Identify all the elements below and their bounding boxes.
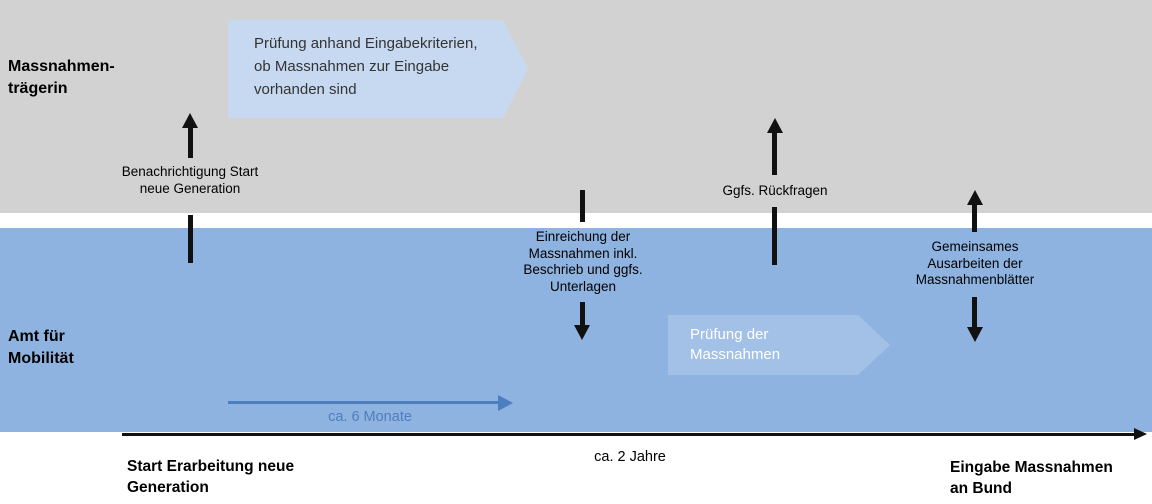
ausarbeiten-arrowhead-down-icon [967,327,983,342]
einreichung-arrow-shaft-upper [580,190,585,222]
axis-label-line: an Bund [950,480,1012,497]
ausarbeiten-label: Gemeinsames Ausarbeiten der Massnahmenbl… [880,239,1070,289]
duration-6monate-arrow-line [228,401,500,404]
axis-label-line: Eingabe Massnahmen [950,459,1113,476]
benachrichtigung-label: Benachrichtigung Start neue Generation [95,164,285,197]
flow-label-line: Einreichung der [535,229,631,244]
benachrichtigung-arrowhead-up-icon [182,113,198,128]
flow-label-line: Massnahmenblätter [915,272,1035,287]
rueckfragen-arrow-shaft-lower [772,207,777,265]
rueckfragen-label: Ggfs. Rückfragen [685,183,865,200]
lane-label-line: trägerin [8,80,68,97]
einreichung-label: Einreichung der Massnahmen inkl. Beschri… [493,229,673,295]
chevron-text-line: Massnahmen [690,346,781,363]
chevron-text-line: Prüfung der [690,326,769,343]
duration-6monate-arrowhead-icon [498,395,513,411]
ausarbeiten-arrow-shaft-upper [972,204,977,232]
lane-label-line: Mobilität [8,350,74,367]
rueckfragen-arrowhead-up-icon [767,118,783,133]
flow-label-line: Ggfs. Rückfragen [722,183,828,198]
lane-label-line: Massnahmen- [8,58,115,75]
duration-6monate-label: ca. 6 Monate [328,409,412,425]
ausarbeiten-arrowhead-up-icon [967,190,983,205]
chevron-text-line: vorhanden sind [254,81,357,98]
flow-label-line: neue Generation [139,180,241,196]
rueckfragen-arrow-shaft-upper [772,132,777,175]
flow-label-line: Ausarbeiten der [927,255,1023,271]
flow-label-line: Gemeinsames [931,239,1019,254]
pruefung-massnahmen-chevron: Prüfung der Massnahmen [668,315,890,375]
flow-label-line: Beschrieb und ggfs. [523,262,643,277]
timeline-start-label: Start Erarbeitung neue Generation [127,456,294,498]
einreichung-arrowhead-down-icon [574,325,590,340]
lane-massnahmentraegerin [0,0,1152,213]
flow-label-line: Massnahmen inkl. [528,245,638,261]
axis-label-line: Start Erarbeitung neue [127,458,295,475]
benachrichtigung-arrow-shaft-lower [188,215,193,263]
flow-label-line: Benachrichtigung Start [121,164,259,179]
benachrichtigung-arrow-shaft-upper [188,127,193,158]
lane-label-line: Amt für [8,328,65,345]
einreichung-arrow-shaft-lower [580,302,585,325]
chevron-text-line: Prüfung anhand Eingabekriterien, [254,35,478,52]
ausarbeiten-arrow-shaft-lower [972,297,977,327]
timeline-end-label: Eingabe Massnahmen an Bund [950,457,1113,499]
lane-label-amt-fuer-mobilitaet: Amt für Mobilität [8,326,74,370]
timeline-mid-label: ca. 2 Jahre [594,449,666,465]
lane-label-massnahmentraegerin: Massnahmen- trägerin [8,56,115,100]
axis-label-line: Generation [127,479,209,496]
eingabekriterien-chevron: Prüfung anhand Eingabekriterien, ob Mass… [228,20,528,118]
timeline-axis-arrowhead-icon [1134,428,1147,440]
flow-label-line: Unterlagen [549,278,617,294]
chevron-text-line: ob Massnahmen zur Eingabe [254,58,450,75]
timeline-axis [122,433,1138,436]
